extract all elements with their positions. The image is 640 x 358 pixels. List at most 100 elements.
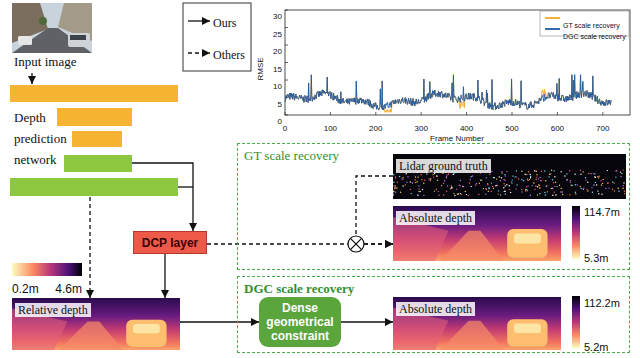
lidar-point xyxy=(481,179,482,180)
lidar-point xyxy=(395,191,396,192)
lidar-point xyxy=(500,194,501,195)
connector xyxy=(356,176,393,244)
lidar-point xyxy=(395,176,396,177)
tick-label: 600 xyxy=(551,124,564,134)
lidar-point xyxy=(538,184,539,185)
lidar-point xyxy=(495,185,496,186)
lidar-point xyxy=(539,185,540,186)
lidar-point xyxy=(537,186,538,187)
lidar-point xyxy=(614,190,615,191)
lidar-point xyxy=(500,180,501,181)
road xyxy=(440,231,504,261)
lidar-point xyxy=(594,173,595,174)
lidar-point xyxy=(544,170,545,171)
lidar-point xyxy=(570,180,571,181)
lidar-point xyxy=(608,187,609,188)
lidar-point xyxy=(417,181,418,182)
lidar-point xyxy=(587,182,588,183)
lidar-point xyxy=(561,188,562,189)
lidar-point xyxy=(509,185,510,186)
lidar-point xyxy=(545,194,546,195)
tick-label: 25 xyxy=(273,30,282,40)
lidar-point xyxy=(415,176,416,177)
lidar-point xyxy=(540,180,541,181)
lidar-point xyxy=(393,194,394,195)
lidar-point xyxy=(569,194,570,195)
lidar-point xyxy=(566,173,567,174)
layer-bar xyxy=(72,131,122,147)
depth-map: Relative depth xyxy=(12,298,180,350)
lidar-point xyxy=(485,194,486,195)
lidar-point xyxy=(422,189,423,190)
car xyxy=(507,319,547,347)
tick-label: 700 xyxy=(596,124,609,134)
lidar-point xyxy=(402,177,403,178)
legend-text: Others xyxy=(213,48,245,62)
road xyxy=(12,28,92,53)
lidar-point xyxy=(605,188,606,189)
lidar-point xyxy=(580,174,581,175)
lidar-point xyxy=(418,188,419,189)
lidar-point xyxy=(411,193,412,194)
lidar-ground xyxy=(393,154,626,199)
lidar-point xyxy=(420,191,421,192)
node-text: Lidar ground truth xyxy=(396,159,491,173)
lidar-point xyxy=(523,180,524,181)
lidar-point xyxy=(534,170,535,171)
lidar-point xyxy=(486,189,487,190)
lidar-point xyxy=(501,177,502,178)
street-photo xyxy=(12,3,92,53)
lidar-point xyxy=(395,177,396,178)
lidar-point xyxy=(528,171,529,172)
lidar-point xyxy=(472,175,473,176)
axis-title: RMSE xyxy=(256,57,266,80)
chart-frame xyxy=(285,10,630,115)
lidar-point xyxy=(433,176,434,177)
lidar-point xyxy=(503,183,504,184)
tick-mark xyxy=(285,27,288,28)
lidar-point xyxy=(536,179,537,180)
lidar-point xyxy=(548,176,549,177)
lidar-point xyxy=(489,174,490,175)
process-box: Dense geometrical constraint xyxy=(259,297,341,347)
lidar-point xyxy=(554,186,555,187)
lidar-point xyxy=(527,190,528,191)
lidar-point xyxy=(612,182,613,183)
lidar-point xyxy=(424,180,425,181)
lidar-point xyxy=(499,176,500,177)
tick-mark xyxy=(285,80,288,81)
lidar-point xyxy=(524,174,525,175)
lidar-point xyxy=(504,191,505,192)
lidar-point xyxy=(406,173,407,174)
depth-map: Absolute depth xyxy=(393,206,561,261)
lidar-point xyxy=(552,179,553,180)
lidar-point xyxy=(496,178,497,179)
lidar-point xyxy=(443,183,444,184)
lidar-point xyxy=(475,185,476,186)
lidar-point xyxy=(516,188,517,189)
lidar-point xyxy=(575,193,576,194)
tick-label: 0 xyxy=(278,117,282,127)
lidar-point xyxy=(414,179,415,180)
lidar-point xyxy=(559,185,560,186)
lidar-point xyxy=(592,192,593,193)
lidar-point xyxy=(547,191,548,192)
lidar-point xyxy=(420,174,421,175)
lidar-point xyxy=(562,194,563,195)
lidar-point xyxy=(620,171,621,172)
lidar-point xyxy=(430,179,431,180)
node-text: Absolute depth xyxy=(396,211,475,225)
lidar-point xyxy=(418,191,419,192)
multiply-stroke xyxy=(350,238,361,249)
lidar-point xyxy=(530,174,531,175)
connector xyxy=(180,322,259,323)
lidar-point xyxy=(530,195,531,196)
lidar-point xyxy=(498,190,499,191)
lidar-point xyxy=(393,185,394,186)
scale-value: 5.2m xyxy=(584,341,608,354)
lidar-point xyxy=(485,188,486,189)
lidar-point xyxy=(623,185,624,186)
colorbar xyxy=(12,263,82,276)
lidar-point xyxy=(538,178,539,179)
lidar-point xyxy=(428,178,429,179)
